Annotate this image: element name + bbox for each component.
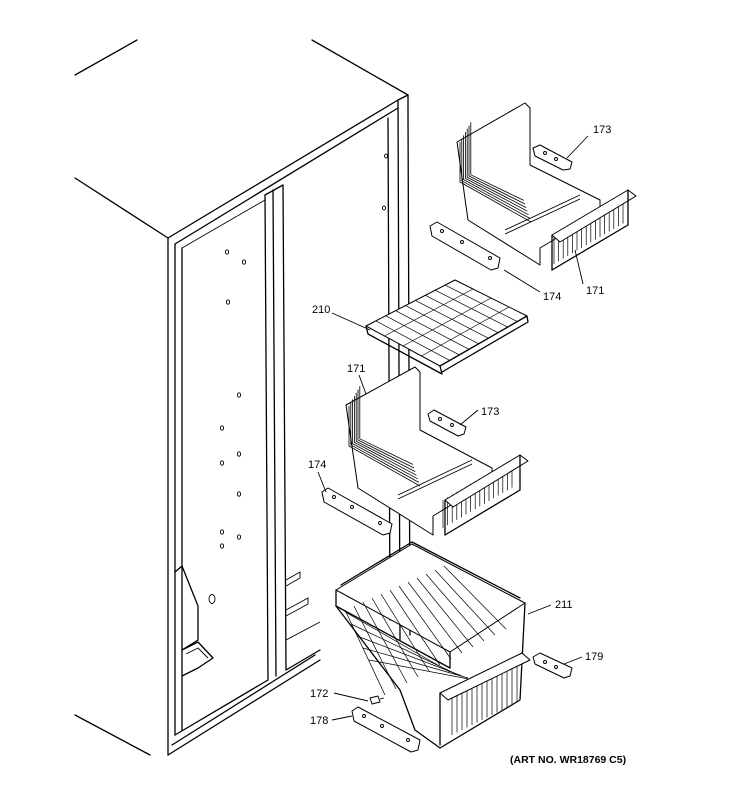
lower-wire-basket bbox=[335, 541, 531, 749]
callout-173-upper: 173 bbox=[593, 124, 611, 136]
callout-171-middle: 171 bbox=[347, 363, 365, 375]
callout-171-upper: 171 bbox=[586, 285, 604, 297]
callout-210: 210 bbox=[312, 304, 330, 316]
callout-174-upper: 174 bbox=[543, 291, 561, 303]
mounting-holes bbox=[208, 153, 388, 604]
middle-left-rail bbox=[321, 487, 393, 536]
lower-left-rail bbox=[351, 706, 421, 753]
art-number: (ART NO. WR18769 C5) bbox=[510, 754, 626, 766]
upper-right-rail bbox=[532, 144, 573, 171]
callout-labels: 173 174 171 210 171 173 174 211 179 172 … bbox=[308, 124, 611, 727]
callout-173-middle: 173 bbox=[481, 406, 499, 418]
lower-right-rail bbox=[532, 652, 573, 679]
callout-174-middle: 174 bbox=[308, 459, 326, 471]
middle-wire-basket bbox=[345, 366, 529, 536]
wire-shelf bbox=[365, 279, 529, 375]
upper-left-rail bbox=[429, 221, 501, 271]
callout-179: 179 bbox=[585, 651, 603, 663]
screw bbox=[369, 695, 385, 705]
callout-211: 211 bbox=[555, 599, 573, 611]
upper-wire-basket bbox=[456, 102, 637, 271]
callout-172: 172 bbox=[310, 688, 328, 700]
leader-lines bbox=[317, 135, 589, 721]
callout-178: 178 bbox=[310, 715, 328, 727]
freezer-cabinet bbox=[74, 39, 411, 756]
middle-right-rail bbox=[427, 409, 467, 437]
